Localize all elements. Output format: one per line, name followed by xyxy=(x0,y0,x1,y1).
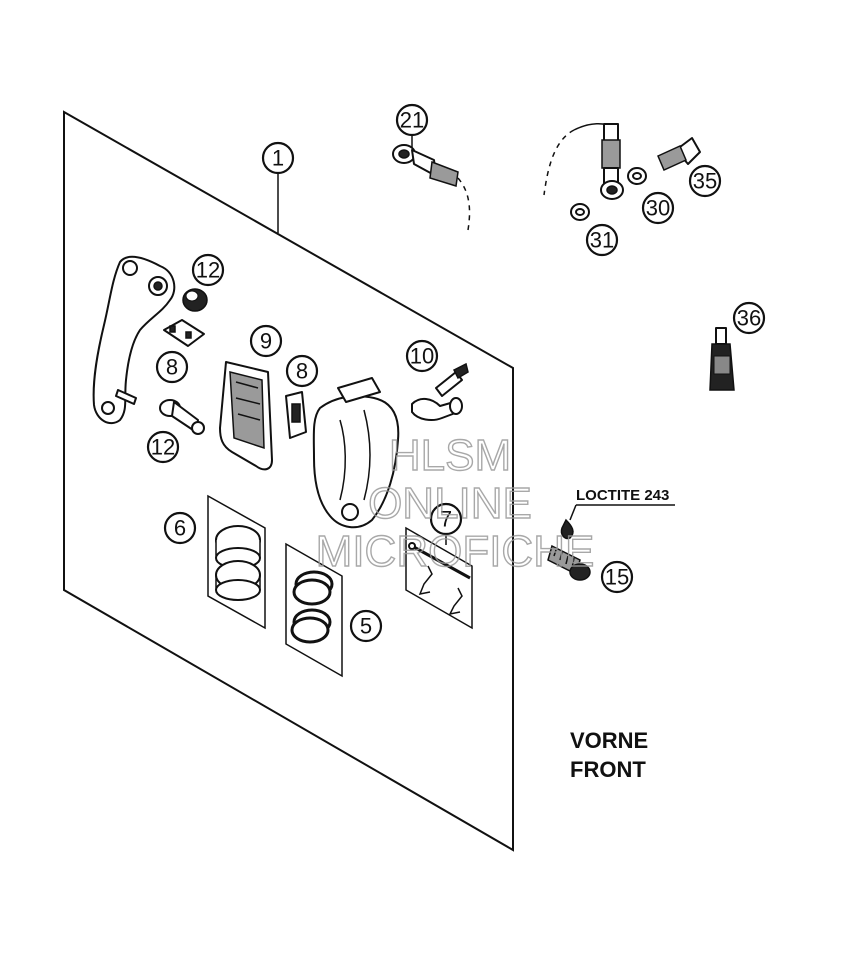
bushing-part-top xyxy=(182,288,208,312)
leader-loctite-down xyxy=(569,504,577,521)
caliper-bracket-part xyxy=(92,255,176,425)
assembly-panel xyxy=(63,110,514,852)
callout-9: 9 xyxy=(249,324,283,358)
callout-12-bottom: 12 xyxy=(146,430,180,464)
callout-12-top-label: 12 xyxy=(196,258,220,283)
callout-8-right: 8 xyxy=(285,354,319,388)
screw-part xyxy=(547,518,591,581)
callout-8-left: 8 xyxy=(155,350,189,384)
callout-31-label: 31 xyxy=(590,228,614,253)
callout-1: 1 xyxy=(261,141,295,175)
callout-36: 36 xyxy=(732,301,766,335)
callout-12-top: 12 xyxy=(191,253,225,287)
brake-line-elbow-part xyxy=(411,397,463,421)
pin-kit-part xyxy=(405,526,473,630)
watermark-line-2: ONLINE xyxy=(368,479,532,528)
callout-1-label: 1 xyxy=(272,146,284,171)
callout-21: 21 xyxy=(395,103,429,137)
watermark-line-1: HLSM xyxy=(389,431,511,480)
callout-12-bottom-label: 12 xyxy=(151,435,175,460)
brake-hose-part xyxy=(543,123,624,200)
callout-15: 15 xyxy=(600,560,634,594)
callout-8-right-label: 8 xyxy=(296,359,308,384)
callout-21-label: 21 xyxy=(400,108,424,133)
brake-pad-part xyxy=(219,361,273,471)
callout-10-label: 10 xyxy=(410,344,434,369)
pad-spring-part-left xyxy=(163,319,205,347)
callout-15-label: 15 xyxy=(605,565,629,590)
callout-6-label: 6 xyxy=(174,516,186,541)
callout-5-label: 5 xyxy=(360,614,372,639)
callout-7: 7 xyxy=(429,502,463,536)
washer-31-part xyxy=(570,203,590,221)
callout-35: 35 xyxy=(688,164,722,198)
guide-pin-part xyxy=(159,399,205,435)
washer-30-part xyxy=(627,167,647,185)
callout-6: 6 xyxy=(163,511,197,545)
watermark-line-3: MICROFICHE xyxy=(316,527,595,576)
banjo-fitting-part xyxy=(392,144,471,231)
callout-30-label: 30 xyxy=(646,196,670,221)
seal-kit-part xyxy=(285,542,343,678)
pad-spring-part-right xyxy=(285,391,307,439)
callout-5: 5 xyxy=(349,609,383,643)
callout-8-left-label: 8 xyxy=(166,355,178,380)
vorne-label: VORNE xyxy=(570,728,648,753)
callout-7-label: 7 xyxy=(440,507,452,532)
callout-10: 10 xyxy=(405,339,439,373)
banjo-bolt-part xyxy=(657,137,701,171)
callout-30: 30 xyxy=(641,191,675,225)
loctite-bottle-part xyxy=(709,327,735,391)
callout-9-label: 9 xyxy=(260,329,272,354)
bleeder-valve-part xyxy=(435,362,469,397)
caliper-body-part xyxy=(312,377,400,529)
callout-36-label: 36 xyxy=(737,306,761,331)
loctite-label: LOCTITE 243 xyxy=(576,487,669,504)
pistons-kit-part xyxy=(207,494,266,630)
callout-31: 31 xyxy=(585,223,619,257)
callout-35-label: 35 xyxy=(693,169,717,194)
front-label: FRONT xyxy=(570,757,646,782)
